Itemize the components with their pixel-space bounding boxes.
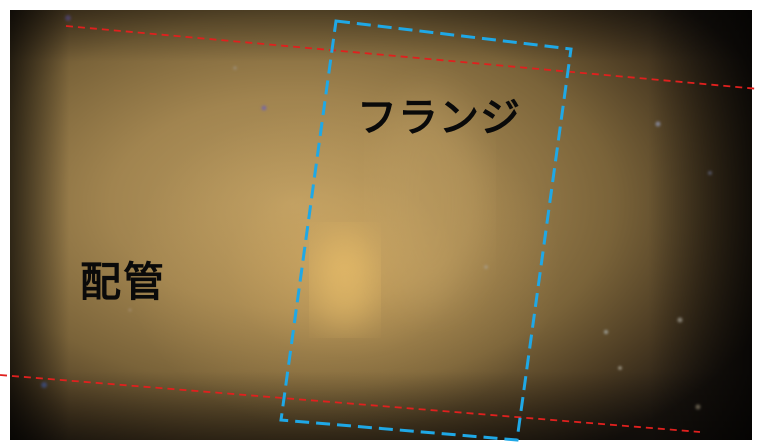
pipe-upper-edge-line xyxy=(65,25,759,90)
lens-vignette xyxy=(10,10,752,440)
flange-dashed-outline xyxy=(279,19,573,442)
flange-label: フランジ xyxy=(357,95,521,141)
camera-photo xyxy=(10,10,752,440)
pipe-label: 配管 xyxy=(80,258,166,306)
pipe-lower-edge-line xyxy=(0,374,701,433)
